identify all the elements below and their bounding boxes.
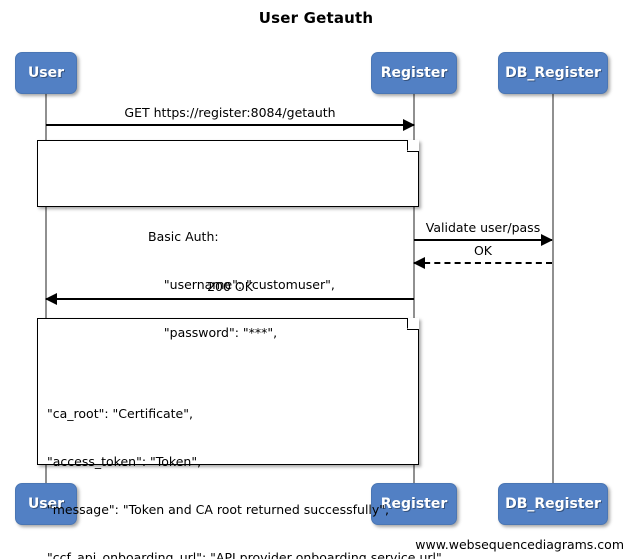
note-line: "message": "Token and CA root returned s… (47, 502, 390, 517)
actor-label: User (27, 65, 65, 81)
lifeline-user (45, 92, 47, 492)
actor-label: Register (380, 496, 448, 512)
actor-db-register-bottom[interactable]: DB_Register (498, 483, 608, 525)
message-line (46, 298, 414, 300)
note-line: "password": "***", (148, 325, 278, 340)
note-content: Basic Auth: "username": "customuser", "p… (48, 197, 408, 373)
actor-user-bottom[interactable]: User (15, 483, 77, 525)
actor-db-register-top[interactable]: DB_Register (498, 52, 608, 94)
message-label: Validate user/pass (425, 220, 541, 235)
lifeline-db-register (552, 92, 554, 492)
actor-label: User (27, 496, 65, 512)
lifeline-register (413, 92, 415, 492)
message-line (46, 124, 414, 126)
actor-user-top[interactable]: User (15, 52, 77, 94)
note-fold-corner-icon (407, 317, 419, 330)
note-line: "username": "customuser", (148, 277, 335, 292)
message-label: GET https://register:8084/getauth (124, 105, 336, 120)
arrowhead-right-icon (541, 234, 553, 246)
message-label: 200 OK (207, 279, 253, 294)
actor-label: Register (380, 65, 448, 81)
note-line: "access_token": "Token", (47, 454, 202, 469)
actor-label: DB_Register (505, 65, 601, 81)
note-line: "ccf_api_onboarding_url": "API provider … (47, 550, 446, 559)
arrowhead-right-icon (403, 119, 415, 131)
message-line (414, 262, 552, 264)
note-content: "ca_root": "Certificate", "access_token"… (47, 374, 446, 559)
actor-register-bottom[interactable]: Register (371, 483, 457, 525)
message-line (414, 239, 552, 241)
diagram-title: User Getauth (258, 9, 374, 27)
footer-watermark: www.websequencediagrams.com (415, 537, 624, 552)
actor-label: DB_Register (505, 496, 601, 512)
note-fold-corner-icon (407, 139, 419, 152)
note-line: "ca_root": "Certificate", (47, 406, 193, 421)
arrowhead-left-icon (413, 257, 425, 269)
note-response-payload: "ca_root": "Certificate", "access_token"… (37, 317, 446, 559)
arrowhead-left-icon (45, 293, 57, 305)
note-line: Basic Auth: (148, 229, 219, 244)
note-basic-auth: Basic Auth: "username": "customuser", "p… (37, 139, 419, 340)
actor-register-top[interactable]: Register (371, 52, 457, 94)
message-label: OK (473, 243, 493, 258)
